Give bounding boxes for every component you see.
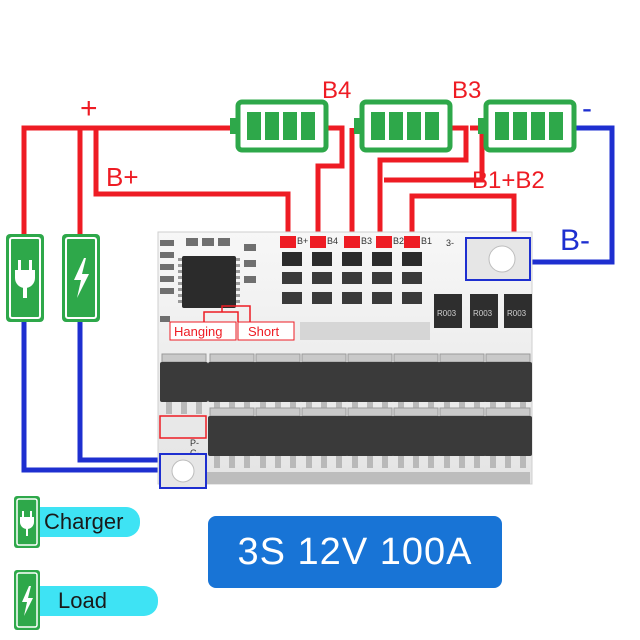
control-ic — [178, 256, 240, 308]
negative-terminal-label: - — [582, 92, 592, 125]
wire-positive-main — [21, 125, 238, 234]
b3-label: B3 — [452, 77, 481, 104]
short-label: Short — [248, 324, 279, 339]
legend-charger: Charger — [40, 507, 140, 537]
load-device — [62, 234, 100, 322]
b-minus-label: B- — [560, 224, 590, 257]
pad-label-b1: B1 — [421, 236, 432, 246]
p-minus-pad — [159, 415, 207, 439]
pad-label-3: 3- — [446, 238, 454, 248]
spec-text: 3S 12V 100A — [237, 530, 473, 573]
c-minus-pad — [159, 453, 207, 489]
legend-charger-icon — [14, 496, 40, 548]
wire-b1 — [409, 193, 517, 242]
pad-label-b3: B3 — [361, 236, 372, 246]
res-label-1: R003 — [437, 309, 457, 318]
pad-label-b-plus: B+ — [297, 236, 308, 246]
balance-chips — [282, 252, 422, 304]
wire-b3b — [377, 125, 469, 242]
hanging-short-annotation: Hanging Short — [169, 305, 295, 341]
hanging-label: Hanging — [174, 324, 222, 339]
plug-icon — [15, 260, 35, 298]
b4-label: B4 — [322, 77, 351, 104]
wire-b-minus — [532, 125, 615, 265]
smd-components — [160, 238, 256, 322]
blue-wires — [21, 125, 615, 473]
legend-load-icon — [14, 570, 40, 630]
lightning-icon — [22, 586, 33, 616]
battery-3 — [478, 99, 577, 153]
legend-load-label: Load — [58, 588, 107, 613]
bms-board: B+ B4 B3 B2 B1 3- — [157, 231, 533, 489]
wire-b4 — [315, 125, 345, 242]
res-label-3: R003 — [507, 309, 527, 318]
b1-b2-label: B1+B2 — [472, 167, 545, 194]
spec-banner: 3S 12V 100A — [208, 516, 502, 588]
shunt-resistors — [434, 294, 532, 328]
plug-icon — [20, 511, 34, 536]
wire-negative-charger — [21, 322, 160, 473]
legend-load: Load — [40, 586, 158, 616]
wire-negative-load — [77, 322, 160, 463]
balance-pads — [280, 236, 420, 248]
battery-2 — [354, 99, 453, 153]
b-plus-label: B+ — [106, 162, 139, 192]
pad-label-b2: B2 — [393, 236, 404, 246]
res-label-2: R003 — [473, 309, 493, 318]
b-minus-pad — [465, 237, 531, 281]
positive-terminal-label: + — [80, 92, 98, 125]
wire-b-plus — [93, 128, 291, 242]
lightning-icon — [74, 258, 89, 298]
pad-label-b4: B4 — [327, 236, 338, 246]
battery-1 — [230, 99, 329, 153]
legend-charger-label: Charger — [44, 509, 124, 534]
wire-b2 — [384, 125, 485, 183]
red-wires — [21, 125, 517, 242]
pad-label-p: P- — [190, 438, 199, 448]
charger-device — [6, 234, 44, 322]
